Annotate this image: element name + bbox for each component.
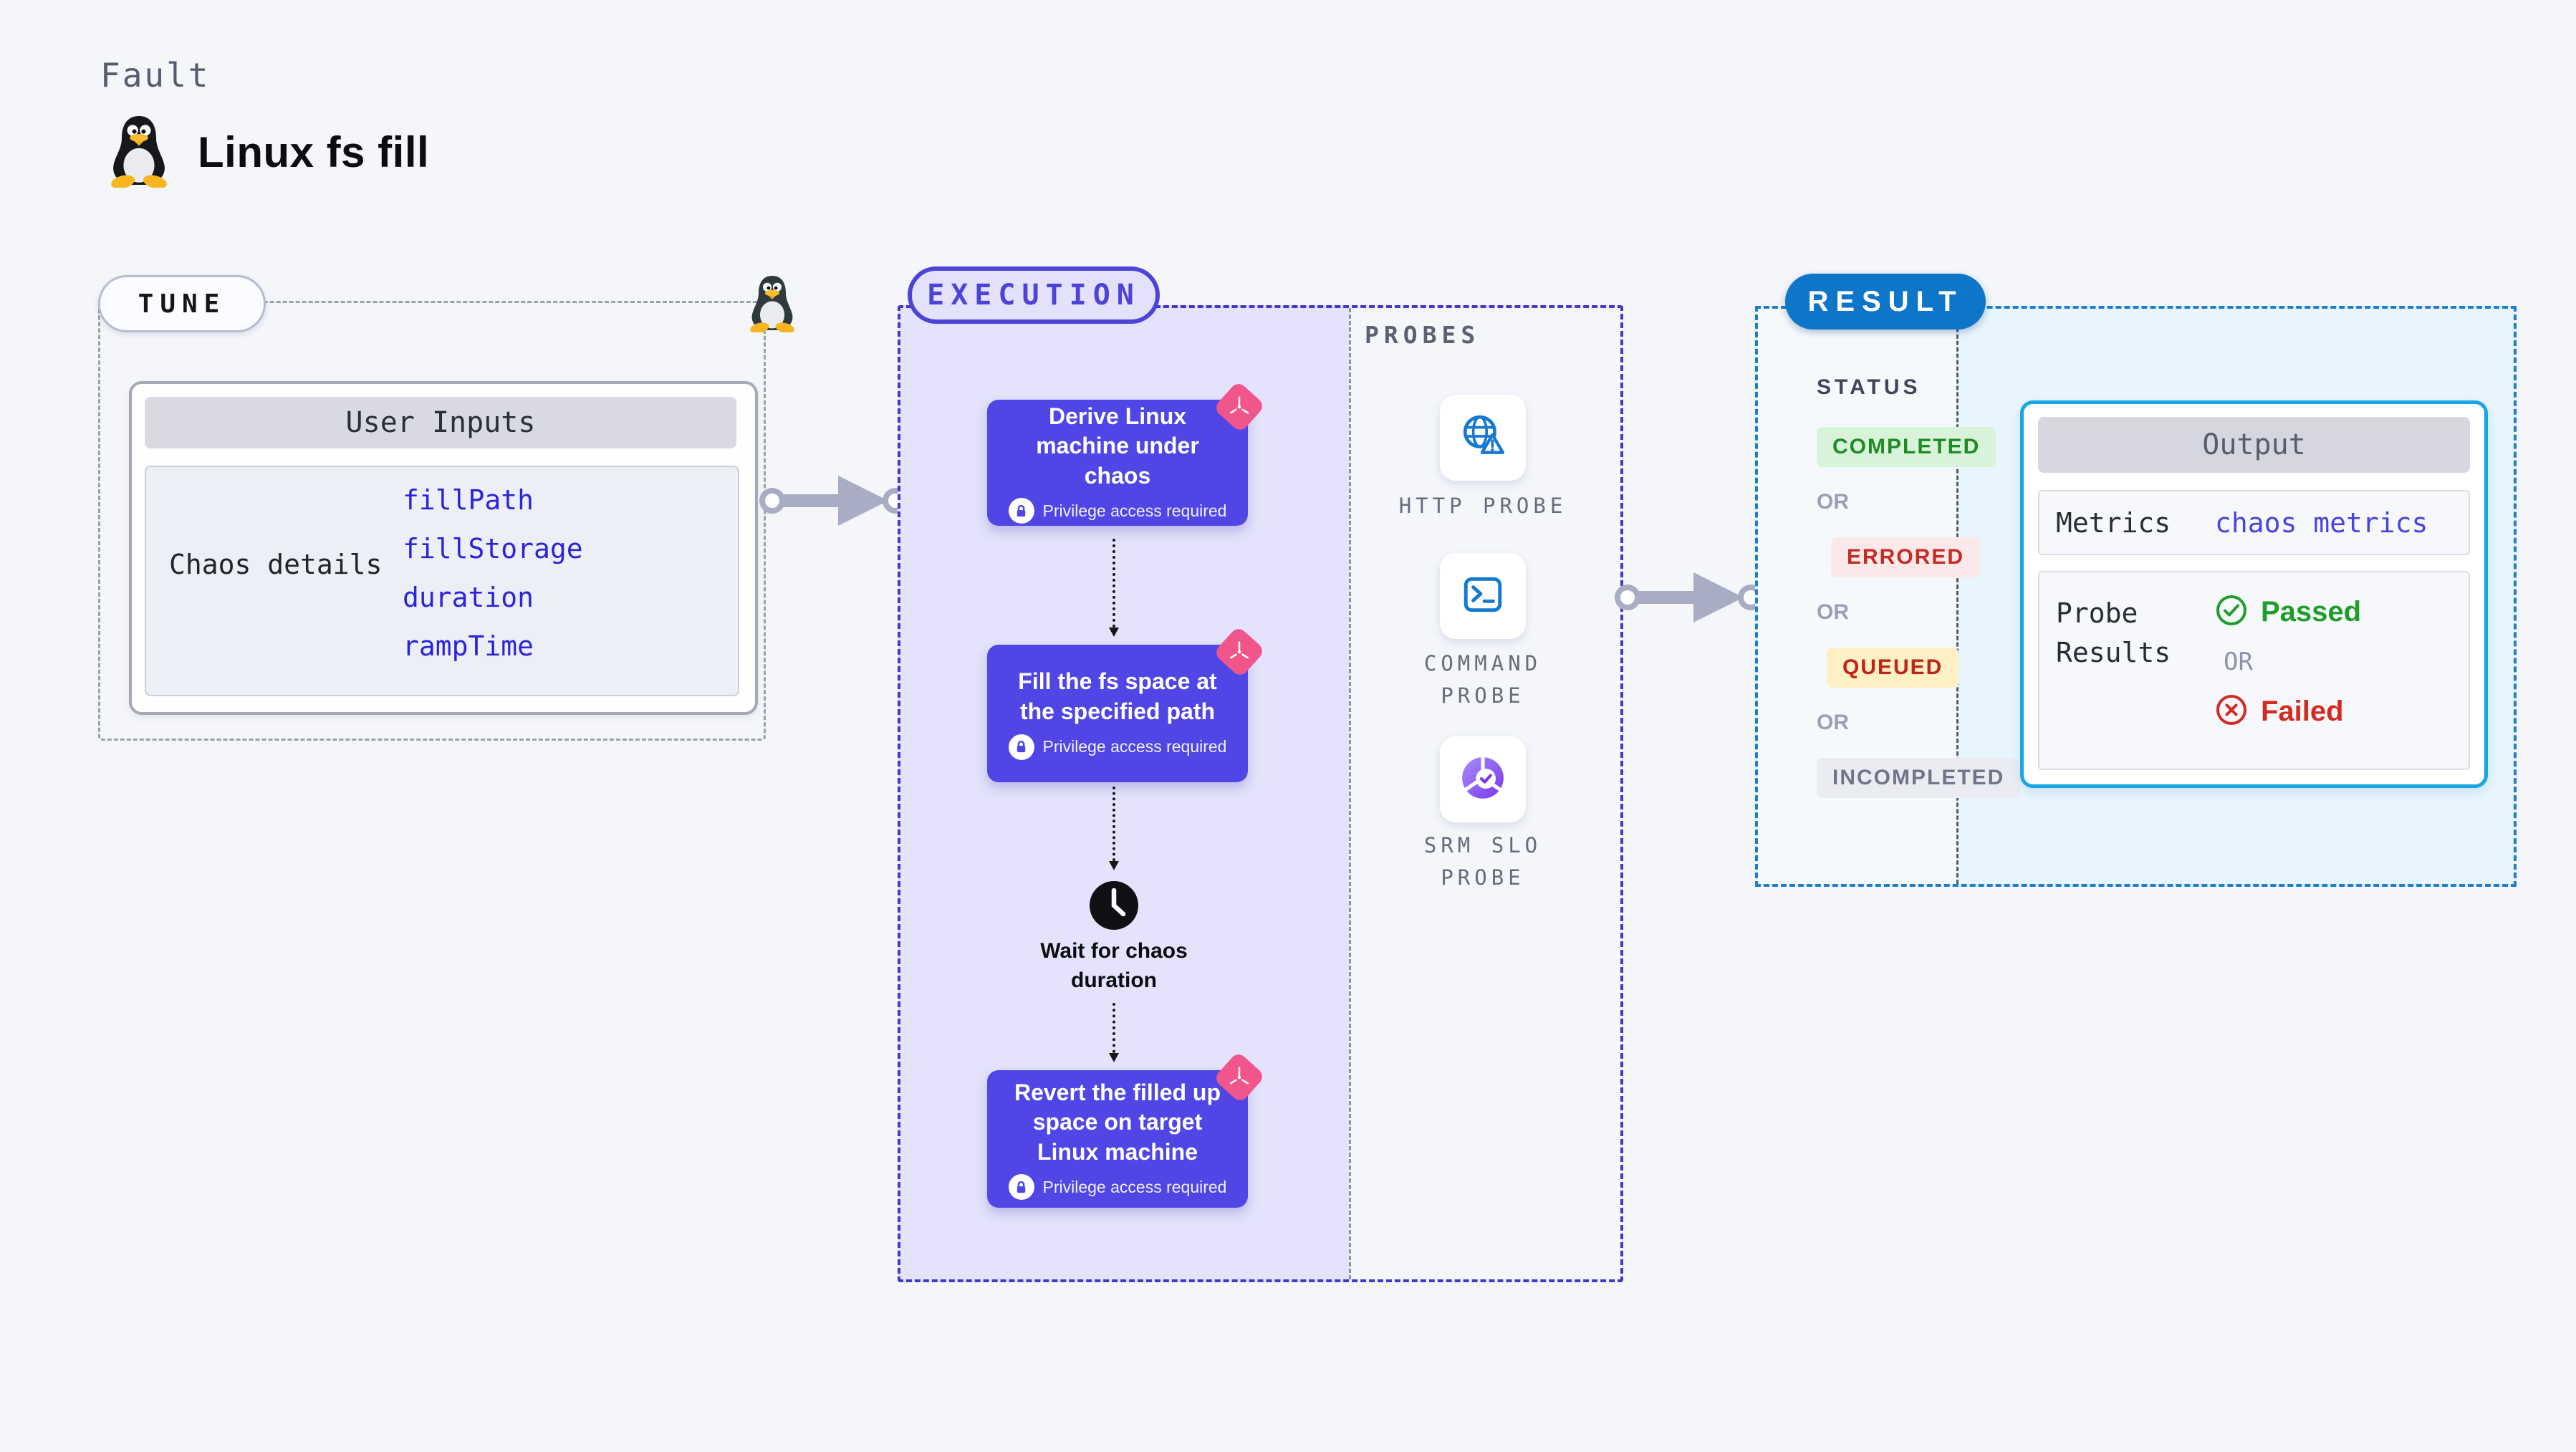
lock-icon (1008, 734, 1034, 760)
input-duration: duration (403, 582, 534, 613)
chaos-spark-icon (1213, 1051, 1266, 1104)
status-badge-errored: ERRORED (1831, 537, 1981, 577)
probe-results-label: Probe Results (2056, 597, 2171, 669)
clock-icon (1088, 880, 1140, 935)
slo-donut-check-icon (1459, 754, 1506, 805)
probe-card-command (1440, 553, 1526, 639)
x-circle-icon (2215, 693, 2248, 730)
status-badge-queued: QUEUED (1827, 648, 1959, 688)
step-card-revert: Revert the filled up space on target Lin… (987, 1051, 1266, 1208)
probe-label-http: HTTP PROBE (1398, 494, 1567, 518)
tune-badge: TUNE (98, 275, 266, 332)
chaos-spark-icon (1213, 380, 1266, 433)
privilege-row: Privilege access required (1008, 498, 1227, 524)
step-title: Revert the filled up space on target Lin… (1014, 1079, 1221, 1165)
status-or: OR (1817, 490, 1849, 514)
user-inputs-title: User Inputs (145, 397, 736, 448)
privilege-row: Privilege access required (1008, 1174, 1227, 1201)
metrics-row: Metrics chaos metrics (2038, 490, 2470, 555)
tux-penguin-icon (745, 274, 799, 336)
page-title: Linux fs fill (198, 128, 430, 176)
output-or: OR (2224, 648, 2253, 676)
status-badge-completed: COMPLETED (1817, 427, 1996, 467)
user-inputs-list: fillPath fillStorage duration rampTime (403, 486, 583, 660)
step-connector (1109, 1003, 1119, 1062)
metrics-value: chaos metrics (2215, 506, 2428, 539)
status-badge-incompleted: INCOMPLETED (1817, 758, 2021, 798)
lock-icon (1008, 1174, 1034, 1201)
result-divider (1956, 309, 1959, 884)
input-ramptime: rampTime (403, 630, 534, 662)
step-title: Derive Linux machine under chaos (1036, 403, 1199, 489)
step-card-fill: Fill the fs space at the specified path … (987, 625, 1266, 782)
input-fillstorage: fillStorage (403, 533, 583, 564)
metrics-label: Metrics (2056, 506, 2171, 539)
input-fillpath: fillPath (403, 484, 534, 516)
globe-alert-icon (1459, 413, 1506, 463)
probe-label-srm-slo: SRM SLO PROBE (1423, 833, 1542, 890)
terminal-icon (1461, 572, 1505, 620)
status-or: OR (1817, 600, 1849, 624)
step-title: Fill the fs space at the specified path (1018, 668, 1217, 724)
result-section-box (1755, 306, 2517, 887)
privilege-note: Privilege access required (1042, 737, 1227, 756)
probe-card-http (1440, 395, 1526, 481)
chaos-spark-icon (1213, 625, 1266, 678)
chaos-details-label: Chaos details (169, 549, 383, 580)
privilege-row: Privilege access required (1008, 734, 1227, 760)
privilege-note: Privilege access required (1042, 501, 1227, 520)
page-header: Linux fs fill (105, 113, 429, 191)
execution-section-box (898, 305, 1623, 1282)
step-card-derive: Derive Linux machine under chaos Privile… (987, 380, 1266, 526)
tux-penguin-icon (105, 113, 173, 191)
status-or: OR (1817, 711, 1849, 734)
user-inputs-body (145, 466, 739, 696)
execution-badge: EXECUTION (908, 266, 1160, 324)
probe-results-row: Probe Results Passed OR (2038, 571, 2470, 770)
failed-line: Failed (2215, 693, 2361, 730)
result-badge: RESULT (1785, 274, 1986, 330)
status-column: STATUS COMPLETED OR ERRORED OR QUEUED OR… (1817, 375, 2021, 798)
fault-eyebrow: Fault (100, 56, 211, 95)
tune-section-box (98, 301, 766, 741)
probes-divider (1349, 308, 1351, 1279)
output-title: Output (2038, 417, 2470, 473)
check-circle-icon (2215, 594, 2248, 630)
passed-line: Passed (2215, 594, 2361, 630)
wait-step-label: Wait for chaos duration (1040, 939, 1188, 992)
probe-results-values: Passed OR Failed (2215, 594, 2361, 769)
failed-label: Failed (2261, 696, 2344, 727)
probes-title: PROBES (1365, 321, 1481, 349)
lock-icon (1008, 498, 1034, 524)
probe-card-srm-slo (1440, 736, 1526, 822)
privilege-note: Privilege access required (1042, 1177, 1227, 1196)
step-connector (1109, 787, 1119, 870)
passed-label: Passed (2261, 596, 2362, 628)
status-title: STATUS (1817, 375, 1921, 399)
step-connector (1109, 539, 1119, 637)
execution-to-result-arrow (1615, 572, 1764, 622)
probe-label-command: COMMAND PROBE (1423, 651, 1542, 708)
tune-to-execution-arrow (759, 476, 908, 526)
